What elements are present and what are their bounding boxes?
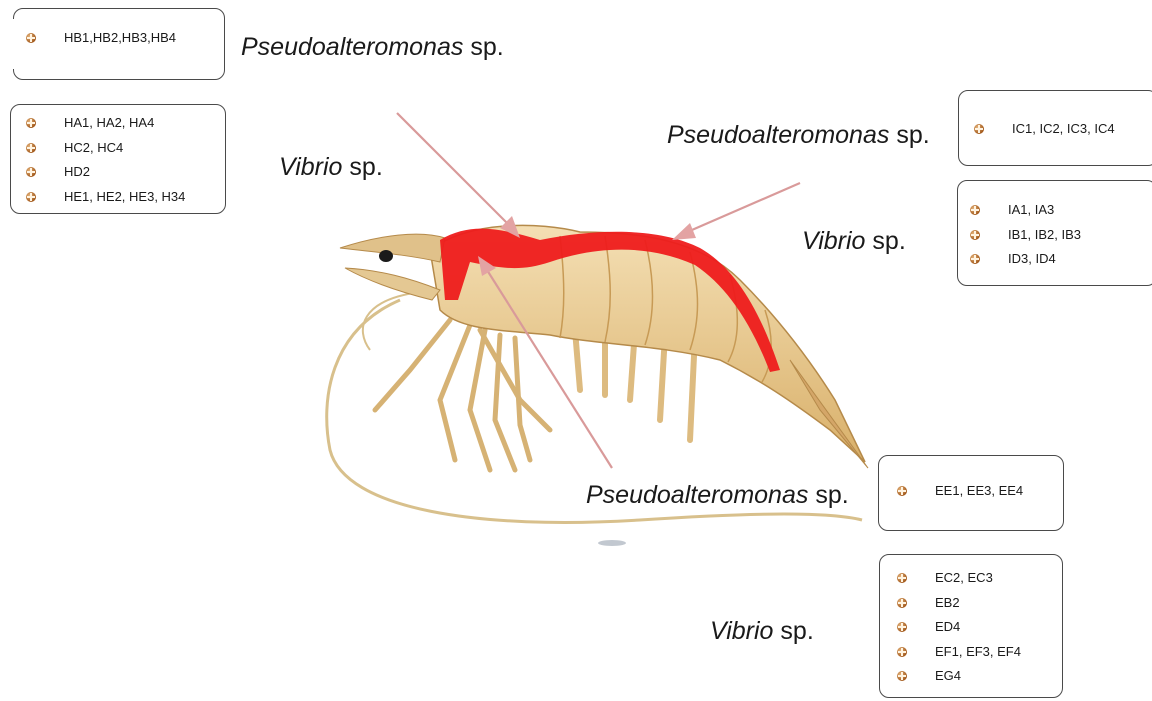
taxon-label-vibrio: Vibrio sp. xyxy=(279,153,383,182)
isolate-item: HC2, HC4 xyxy=(24,136,185,161)
isolate-item: HE1, HE2, HE3, H34 xyxy=(24,185,185,210)
isolate-list-e: EC2, EC3 EB2 ED4 EF1, EF3, EF4 EG4 xyxy=(895,566,1021,689)
bullet-dot-icon xyxy=(970,230,980,240)
isolate-item: EG4 xyxy=(895,664,1021,689)
isolate-list-ic: IC1, IC2, IC3, IC4 xyxy=(972,117,1115,142)
bullet-dot-icon xyxy=(897,671,907,681)
bullet-dot-icon xyxy=(26,192,36,202)
bullet-dot-icon xyxy=(897,622,907,632)
bullet-dot-icon xyxy=(26,167,36,177)
bullet-dot-icon xyxy=(26,143,36,153)
isolate-item: EF1, EF3, EF4 xyxy=(895,640,1021,665)
bullet-dot-icon xyxy=(974,124,984,134)
isolate-item: HA1, HA2, HA4 xyxy=(24,111,185,136)
taxon-label-vibrio: Vibrio sp. xyxy=(802,227,906,256)
bullet-dot-icon xyxy=(26,118,36,128)
taxon-label-pseudoalteromonas: Pseudoalteromonas sp. xyxy=(586,481,849,510)
bullet-dot-icon xyxy=(897,573,907,583)
isolate-item: EB2 xyxy=(895,591,1021,616)
isolate-item: ED4 xyxy=(895,615,1021,640)
bullet-dot-icon xyxy=(26,33,36,43)
bullet-dot-icon xyxy=(897,598,907,608)
isolate-list-ee: EE1, EE3, EE4 xyxy=(895,479,1023,504)
shrimp-eye xyxy=(379,250,393,262)
bullet-dot-icon xyxy=(970,205,980,215)
isolate-list-i: IA1, IA3 IB1, IB2, IB3 ID3, ID4 xyxy=(968,198,1081,272)
isolate-item: EC2, EC3 xyxy=(895,566,1021,591)
taxon-label-vibrio: Vibrio sp. xyxy=(710,617,814,646)
isolate-item: EE1, EE3, EE4 xyxy=(895,479,1023,504)
isolate-list-h: HA1, HA2, HA4 HC2, HC4 HD2 HE1, HE2, HE3… xyxy=(24,111,185,209)
taxon-label-pseudoalteromonas: Pseudoalteromonas sp. xyxy=(241,33,504,62)
bullet-dot-icon xyxy=(897,486,907,496)
isolate-item: ID3, ID4 xyxy=(968,247,1081,272)
shrimp-tail xyxy=(790,360,868,468)
isolate-item: IB1, IB2, IB3 xyxy=(968,223,1081,248)
bullet-dot-icon xyxy=(970,254,980,264)
isolate-item: IA1, IA3 xyxy=(968,198,1081,223)
taxon-label-pseudoalteromonas: Pseudoalteromonas sp. xyxy=(667,121,930,150)
shrimp-legs xyxy=(375,320,550,470)
bullet-dot-icon xyxy=(897,647,907,657)
isolate-item: HD2 xyxy=(24,160,185,185)
isolate-list-hb: HB1,HB2,HB3,HB4 xyxy=(24,26,176,51)
isolate-item: IC1, IC2, IC3, IC4 xyxy=(972,117,1115,142)
isolate-item: HB1,HB2,HB3,HB4 xyxy=(24,26,176,51)
